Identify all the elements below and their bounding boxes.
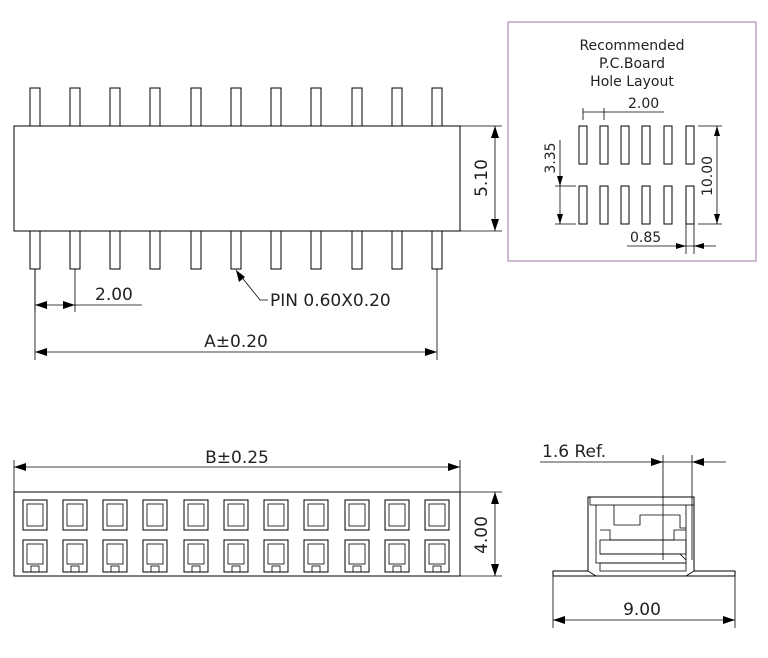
- side-body-outline: [552, 496, 736, 577]
- top-height-dim: 5.10: [472, 159, 492, 197]
- lower-pins: [29, 230, 443, 270]
- top-length-dim: A±0.20: [204, 332, 268, 352]
- top-pitch-dim: 2.00: [95, 285, 133, 305]
- pcb-title-2: P.C.Board: [599, 56, 665, 72]
- pcb-total-dim: 10.00: [700, 156, 716, 196]
- contact-windows-bottom: [22, 539, 450, 573]
- side-view: 1.6 Ref. 9.00: [540, 442, 736, 628]
- front-body: [13, 491, 461, 577]
- pcb-layout: Recommended P.C.Board Hole Layout 2.00 3…: [507, 21, 757, 262]
- connector-body: [13, 125, 461, 232]
- side-ref-dim: 1.6 Ref.: [542, 442, 606, 462]
- pcb-title-3: Hole Layout: [590, 74, 674, 90]
- side-width-dim: 9.00: [623, 600, 661, 620]
- contact-windows-top: [22, 499, 450, 531]
- pcb-layout-frame: [507, 21, 757, 262]
- front-length-dim: B±0.25: [205, 448, 269, 468]
- pin-label: PIN 0.60X0.20: [270, 291, 391, 311]
- top-view: 5.10 2.00 PIN 0.60X0.20 A±0.20: [13, 87, 502, 360]
- upper-pins: [29, 87, 443, 127]
- pcb-title-1: Recommended: [579, 38, 684, 54]
- front-height-dim: 4.00: [472, 516, 492, 554]
- front-view: B±0.25: [13, 448, 502, 577]
- pcb-pitch-dim: 2.00: [628, 96, 659, 112]
- pcb-row-dim: 3.35: [543, 142, 559, 173]
- pcb-pad-dim: 0.85: [630, 230, 661, 246]
